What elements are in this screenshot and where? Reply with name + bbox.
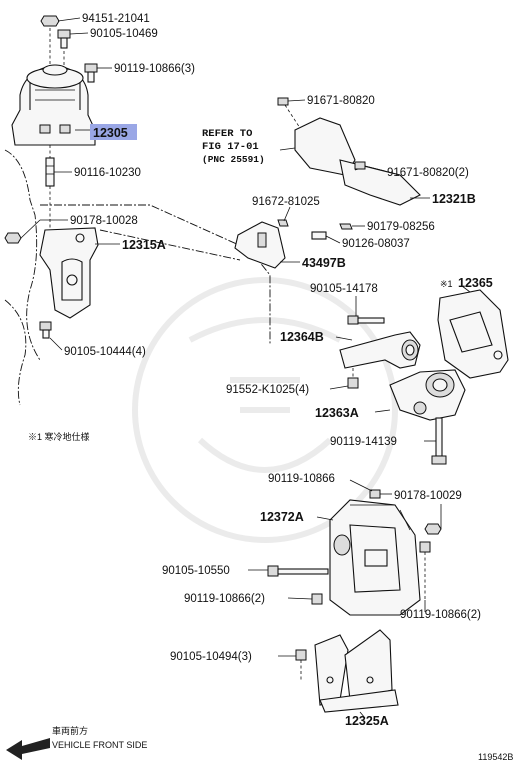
label-94151-21041: 94151-21041 xyxy=(82,13,150,25)
bracket-43497B[interactable] xyxy=(234,219,353,269)
bolt-icon-90119-10866[interactable] xyxy=(369,489,381,499)
nut-icon-90178-10028[interactable] xyxy=(4,232,22,244)
cold-climate-note: ※1 寒冷地仕様 xyxy=(28,431,90,442)
label-12305[interactable]: 12305 xyxy=(93,126,128,140)
bolt-icon-90119-10866-2a[interactable] xyxy=(311,593,323,605)
label-12364B: 12364B xyxy=(280,330,324,344)
label-90179-08256: 90179-08256 xyxy=(367,221,435,233)
label-12365-mark: ※1 xyxy=(440,279,453,289)
label-90105-10550: 90105-10550 xyxy=(162,565,230,577)
label-12365: 12365 xyxy=(458,276,493,290)
label-12363A: 12363A xyxy=(315,406,359,420)
label-90119-10866-2a: 90119-10866(2) xyxy=(184,593,265,605)
mount-12363A[interactable] xyxy=(389,369,466,421)
vehicle-front-arrow-icon xyxy=(6,738,50,760)
refer-line-3: (PNC 25591) xyxy=(202,154,265,165)
bolt-icon-90105-10469[interactable] xyxy=(57,29,71,49)
bracket-12325A[interactable] xyxy=(314,629,399,713)
leader-lines-left xyxy=(20,17,120,351)
engine-mount-12305[interactable] xyxy=(11,28,96,187)
label-12315A: 12315A xyxy=(122,238,166,252)
highlight-12305 xyxy=(90,124,137,140)
leader-lines-43497B xyxy=(280,206,365,263)
vehicle-body-outline xyxy=(4,149,271,406)
label-90105-10444-4: 90105-10444(4) xyxy=(64,346,146,358)
bracket-12321B[interactable] xyxy=(277,97,421,206)
bolt-90105-14178[interactable] xyxy=(347,315,385,325)
label-91671-80820-2: 91671-80820(2) xyxy=(387,167,469,179)
vehicle-front-en: VEHICLE FRONT SIDE xyxy=(52,740,147,750)
mount-12364B[interactable] xyxy=(339,331,421,369)
label-12372A: 12372A xyxy=(260,510,304,524)
cover-12365[interactable] xyxy=(437,285,509,379)
label-12325A: 12325A xyxy=(345,714,389,728)
refer-line-2: FIG 17-01 xyxy=(202,141,259,153)
bolt-icon-90119-10866-2b[interactable] xyxy=(419,541,431,600)
vehicle-front-jp: 車両前方 xyxy=(52,725,88,736)
label-90126-08037: 90126-08037 xyxy=(342,238,410,250)
label-90178-10028: 90178-10028 xyxy=(70,215,138,227)
bolt-icon-91552[interactable] xyxy=(347,368,359,389)
nut-icon-94151[interactable] xyxy=(40,15,60,27)
nut-icon-90178-10029[interactable] xyxy=(424,523,442,535)
label-90116-10230: 90116-10230 xyxy=(74,167,141,179)
mount-12372A[interactable] xyxy=(329,499,421,616)
bolt-90119-14139[interactable] xyxy=(431,417,447,465)
label-43497B: 43497B xyxy=(302,256,346,270)
leader-lines-right-mid xyxy=(329,296,436,442)
diagram-id: 119542B xyxy=(478,752,513,762)
label-91552-K1025-4: 91552-K1025(4) xyxy=(226,384,309,396)
bolt-icon-90105-10444[interactable] xyxy=(39,321,52,339)
label-90105-10469: 90105-10469 xyxy=(90,28,158,40)
label-91671-80820: 91671-80820 xyxy=(307,95,375,107)
label-90119-10866: 90119-10866 xyxy=(268,473,335,485)
leader-lines-top-right xyxy=(279,99,430,199)
label-91672-81025: 91672-81025 xyxy=(252,196,320,208)
label-90105-14178: 90105-14178 xyxy=(310,283,378,295)
bolt-icon-90119-10866-3[interactable] xyxy=(84,63,98,83)
bolt-90105-10550[interactable] xyxy=(267,565,329,577)
label-90105-10494-3: 90105-10494(3) xyxy=(170,651,252,663)
refer-line-1: REFER TO xyxy=(202,128,252,140)
label-90119-14139: 90119-14139 xyxy=(330,436,397,448)
watermark-logo xyxy=(132,277,398,543)
leader-lines-12325A xyxy=(278,655,366,719)
label-90119-10866-3: 90119-10866(3) xyxy=(114,63,195,75)
leader-lines-bottom xyxy=(248,479,442,612)
label-90178-10029: 90178-10029 xyxy=(394,490,462,502)
label-12321B: 12321B xyxy=(432,192,476,206)
label-90119-10866-2b: 90119-10866(2) xyxy=(400,609,481,621)
bolt-icon-90105-10494[interactable] xyxy=(295,649,307,680)
bracket-12315A[interactable] xyxy=(39,186,99,319)
